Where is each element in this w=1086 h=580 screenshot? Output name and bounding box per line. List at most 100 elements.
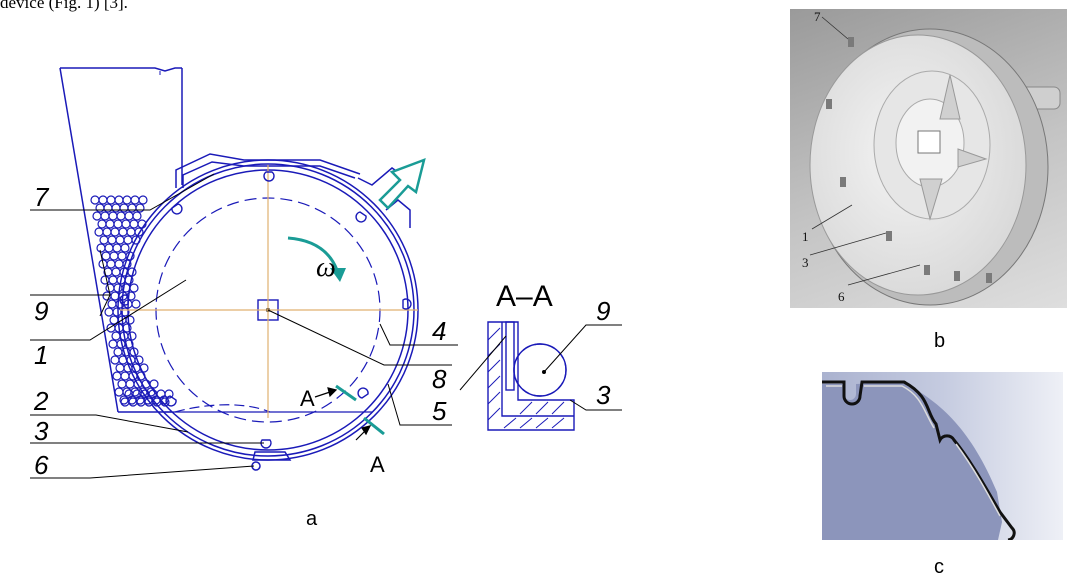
seed <box>90 195 100 205</box>
rotation-arrow <box>287 236 339 271</box>
seed <box>124 339 134 349</box>
rotation-arrowhead <box>330 268 346 282</box>
seed <box>108 339 118 349</box>
seed <box>138 195 148 205</box>
callout-8: 8 <box>432 364 447 394</box>
seed <box>129 219 139 229</box>
seed <box>111 331 121 341</box>
seed <box>106 195 116 205</box>
seed <box>94 227 104 237</box>
seed <box>134 227 144 237</box>
seed <box>108 275 118 285</box>
seed <box>105 219 115 229</box>
seed <box>106 259 116 269</box>
photo-b-label-7: 7 <box>814 9 821 24</box>
seed <box>112 307 122 317</box>
seed <box>114 387 124 397</box>
callout-6: 6 <box>34 450 49 480</box>
seed <box>130 195 140 205</box>
seed <box>98 195 108 205</box>
seed <box>105 283 115 293</box>
photo-b-label-6: 6 <box>838 289 845 304</box>
seed <box>103 203 113 213</box>
seed <box>131 299 141 309</box>
seed <box>104 307 114 317</box>
seed <box>97 219 107 229</box>
callout-7: 7 <box>34 182 50 212</box>
seed <box>115 363 125 373</box>
seed <box>120 307 130 317</box>
seed <box>111 267 121 277</box>
disk-edge-closeup <box>822 372 1063 540</box>
seed <box>124 211 134 221</box>
seed <box>164 389 174 399</box>
seed <box>125 379 135 389</box>
disk-3d-render: 7 1 3 6 <box>790 9 1067 308</box>
device-scheme-a: ω A A 7 9 1 2 3 6 4 8 5 A–A <box>30 67 622 480</box>
seed <box>101 251 111 261</box>
leader-lines <box>30 173 458 479</box>
section-view <box>487 321 575 431</box>
callout-5: 5 <box>432 396 447 426</box>
seed <box>114 259 124 269</box>
seed <box>104 243 114 253</box>
seed <box>112 371 122 381</box>
seed <box>120 371 130 381</box>
seed <box>116 211 126 221</box>
photo-b-label-3: 3 <box>802 255 809 270</box>
seed <box>117 251 127 261</box>
section-line <box>335 384 385 436</box>
paragraph-fragment: device (Fig. 1) [3]. <box>0 0 128 12</box>
section-mark-bottom: A <box>370 452 385 477</box>
photo-b-label-1: 1 <box>802 229 809 244</box>
seed <box>126 227 136 237</box>
caption-b: b <box>934 330 946 352</box>
callout-9: 9 <box>34 296 48 326</box>
outlet-arrow <box>378 157 426 210</box>
seed <box>110 227 120 237</box>
seed <box>109 251 119 261</box>
seed-pile <box>90 195 174 407</box>
seed <box>121 219 131 229</box>
omega-label: ω <box>316 252 336 283</box>
seed <box>96 243 106 253</box>
seed <box>108 211 118 221</box>
section-title: A–A <box>496 280 553 313</box>
seed <box>110 355 120 365</box>
seed <box>115 235 125 245</box>
seed <box>99 235 109 245</box>
seed <box>123 235 133 245</box>
seed <box>107 235 117 245</box>
seed <box>127 203 137 213</box>
hopper <box>59 67 183 413</box>
seed <box>122 195 132 205</box>
caption-c: c <box>934 556 944 578</box>
callout-1: 1 <box>34 340 48 370</box>
seed <box>132 211 142 221</box>
seed <box>135 203 145 213</box>
seed <box>119 203 129 213</box>
seed <box>160 397 170 407</box>
seed <box>107 299 117 309</box>
seed <box>113 219 123 229</box>
seed <box>122 387 132 397</box>
section-callout-9: 9 <box>596 296 610 326</box>
seed <box>129 283 139 293</box>
callout-numbers: 7 9 1 2 3 6 4 8 5 <box>33 182 447 480</box>
callout-4: 4 <box>432 316 446 346</box>
callout-2: 2 <box>33 386 49 416</box>
seed <box>113 347 123 357</box>
section-mark-top: A <box>300 386 315 411</box>
seed <box>100 211 110 221</box>
section-callout-3: 3 <box>596 380 611 410</box>
seed <box>95 203 105 213</box>
callout-3: 3 <box>34 416 49 446</box>
seed <box>127 331 137 341</box>
seed <box>114 195 124 205</box>
seed <box>117 379 127 389</box>
seed <box>120 243 130 253</box>
caption-a: a <box>306 508 318 530</box>
seed <box>92 211 102 221</box>
seed <box>125 315 135 325</box>
seed <box>112 243 122 253</box>
